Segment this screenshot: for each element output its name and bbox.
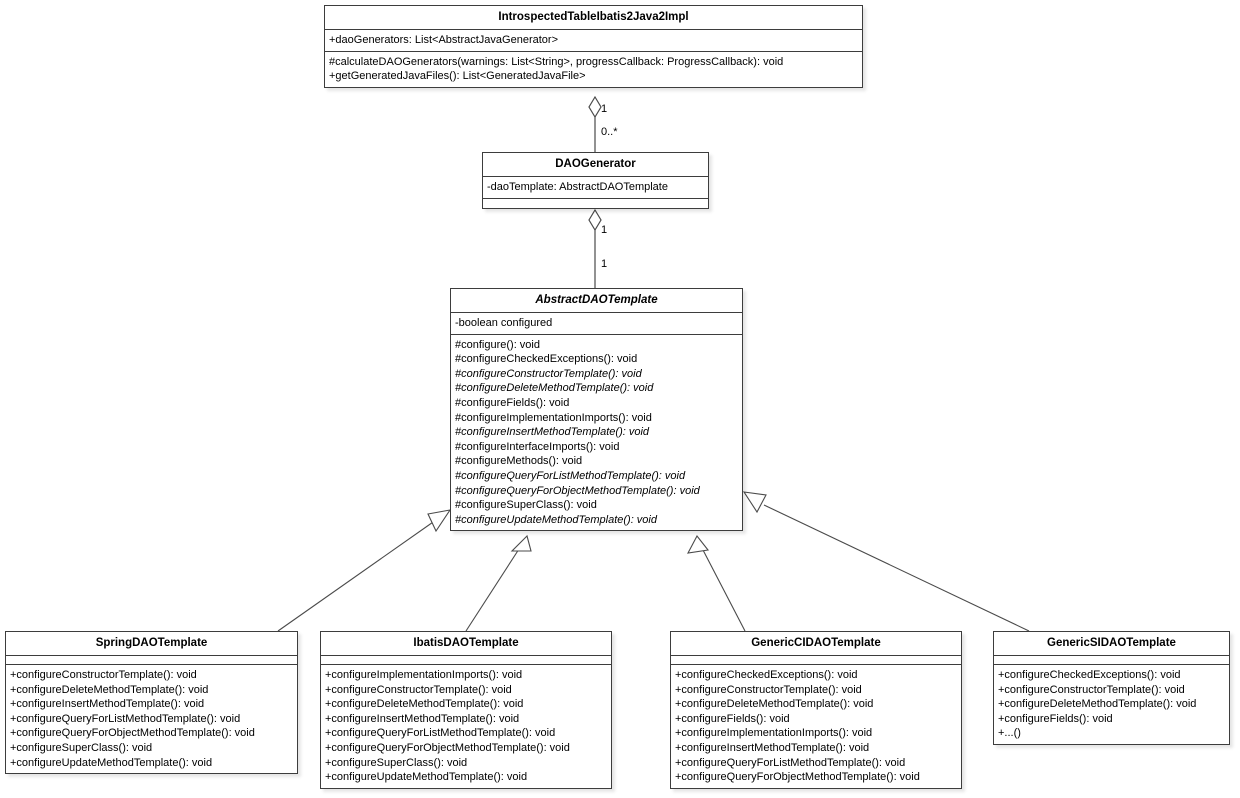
aggregation-diamond-icon	[588, 95, 602, 119]
class-member: #configureMethods(): void	[455, 455, 583, 468]
class-name-generic-si-dao-template: GenericSIDAOTemplate	[994, 632, 1229, 656]
class-member: +daoGenerators: List<AbstractJavaGenerat…	[329, 34, 558, 46]
edge-generalization-genericci-abstract	[687, 534, 746, 632]
class-member: #configureDeleteMethodTemplate(): void	[455, 382, 654, 395]
class-member: +configureInsertMethodTemplate(): void	[10, 698, 205, 711]
attributes-compartment-abstract-dao-template: -boolean configured	[451, 313, 742, 335]
class-member: #configureFields(): void	[455, 396, 570, 409]
generalization-arrowhead-icon	[427, 509, 452, 533]
edge-generalization-ibatis-abstract	[465, 534, 532, 632]
class-box-introspected-table-ibatis2-java2-impl[interactable]: IntrospectedTableIbatis2Java2Impl +daoGe…	[324, 5, 863, 88]
class-member: #configureUpdateMethodTemplate(): void	[455, 513, 657, 526]
attributes-compartment-daogenerator: -daoTemplate: AbstractDAOTemplate	[483, 177, 708, 199]
class-name-abstract-dao-template: AbstractDAOTemplate	[451, 289, 742, 313]
class-member: +configureQueryForListMethodTemplate(): …	[675, 756, 906, 769]
class-member: +configureQueryForListMethodTemplate(): …	[10, 712, 241, 725]
methods-compartment-spring-dao-template: +configureConstructorTemplate(): void +co…	[6, 665, 297, 774]
class-member: +configureInsertMethodTemplate(): void	[675, 741, 870, 754]
class-member: +configureSuperClass(): void	[325, 756, 468, 769]
class-member: +configureConstructorTemplate(): void	[10, 669, 197, 681]
class-box-generic-si-dao-template[interactable]: GenericSIDAOTemplate +configureCheckedEx…	[993, 631, 1230, 745]
class-name-spring-dao-template: SpringDAOTemplate	[6, 632, 297, 656]
class-member: +configureUpdateMethodTemplate(): void	[10, 756, 213, 769]
class-member: +configureConstructorTemplate(): void	[998, 683, 1185, 696]
class-member: +configureImplementationImports(): void	[675, 727, 873, 740]
class-member: +configureQueryForObjectMethodTemplate()…	[10, 727, 255, 740]
class-member: +getGeneratedJavaFiles(): List<Generated…	[329, 70, 586, 83]
class-member: +configureImplementationImports(): void	[325, 669, 523, 681]
class-member: +configureConstructorTemplate(): void	[325, 683, 512, 696]
class-box-abstract-dao-template[interactable]: AbstractDAOTemplate -boolean configured …	[450, 288, 743, 532]
class-box-dao-generator[interactable]: DAOGenerator -daoTemplate: AbstractDAOTe…	[482, 152, 709, 209]
class-member: #calculateDAOGenerators(warnings: List<S…	[329, 55, 784, 68]
class-name-introspected: IntrospectedTableIbatis2Java2Impl	[325, 6, 862, 30]
class-member: +configureCheckedExceptions(): void	[998, 669, 1181, 681]
class-member: #configure(): void	[455, 338, 540, 351]
attributes-compartment-spring-dao-template	[6, 656, 297, 665]
generalization-arrowhead-icon	[687, 534, 710, 554]
multiplicity-label-introspected-source: 1	[601, 103, 608, 115]
edge-aggregation-introspected-daogenerator	[588, 95, 602, 152]
class-member: +configureQueryForObjectMethodTemplate()…	[325, 741, 570, 754]
multiplicity-label-daogenerator-target: 0..*	[601, 126, 618, 138]
attributes-compartment-generic-ci-dao-template	[671, 656, 961, 665]
class-member: -daoTemplate: AbstractDAOTemplate	[487, 181, 668, 193]
class-member: #configureInterfaceImports(): void	[455, 440, 620, 453]
class-member: #configureQueryForListMethodTemplate(): …	[455, 469, 686, 482]
edge-aggregation-daogenerator-abstracttemplate	[588, 208, 602, 288]
methods-compartment-generic-si-dao-template: +configureCheckedExceptions(): void +conf…	[994, 665, 1229, 744]
class-name-generic-ci-dao-template: GenericCIDAOTemplate	[671, 632, 961, 656]
class-member: +configureQueryForObjectMethodTemplate()…	[675, 771, 920, 784]
class-member: +configureCheckedExceptions(): void	[675, 669, 858, 681]
attributes-compartment-introspected: +daoGenerators: List<AbstractJavaGenerat…	[325, 30, 862, 52]
class-member: +configureFields(): void	[998, 712, 1113, 725]
attributes-compartment-ibatis-dao-template	[321, 656, 611, 665]
class-member: +configureQueryForListMethodTemplate(): …	[325, 727, 556, 740]
class-member: +configureDeleteMethodTemplate(): void	[675, 698, 874, 711]
class-member: +configureDeleteMethodTemplate(): void	[10, 683, 209, 696]
methods-compartment-ibatis-dao-template: +configureImplementationImports(): void +…	[321, 665, 611, 788]
class-member: #configureCheckedExceptions(): void	[455, 353, 638, 366]
class-member: +configureDeleteMethodTemplate(): void	[325, 698, 524, 711]
class-name-daogenerator: DAOGenerator	[483, 153, 708, 177]
multiplicity-label-abstracttemplate-target: 1	[601, 258, 608, 270]
class-member: #configureImplementationImports(): void	[455, 411, 652, 424]
class-member: #configureSuperClass(): void	[455, 499, 597, 512]
class-member: #configureConstructorTemplate(): void	[455, 367, 642, 380]
methods-compartment-generic-ci-dao-template: +configureCheckedExceptions(): void +conf…	[671, 665, 961, 788]
edge-generalization-spring-abstract	[277, 509, 452, 632]
class-box-spring-dao-template[interactable]: SpringDAOTemplate +configureConstructorT…	[5, 631, 298, 775]
class-member: #configureInsertMethodTemplate(): void	[455, 426, 650, 439]
class-member: #configureQueryForObjectMethodTemplate()…	[455, 484, 700, 497]
generalization-arrowhead-icon	[510, 534, 532, 552]
generalization-arrowhead-icon	[742, 491, 767, 514]
aggregation-diamond-icon	[588, 208, 602, 232]
class-member: +configureUpdateMethodTemplate(): void	[325, 771, 528, 784]
class-member: +configureFields(): void	[675, 712, 790, 725]
class-member: +...()	[998, 727, 1021, 740]
class-box-generic-ci-dao-template[interactable]: GenericCIDAOTemplate +configureCheckedEx…	[670, 631, 962, 789]
class-member: +configureSuperClass(): void	[10, 741, 153, 754]
class-member: +configureConstructorTemplate(): void	[675, 683, 862, 696]
methods-compartment-daogenerator	[483, 198, 708, 208]
methods-compartment-introspected: #calculateDAOGenerators(warnings: List<S…	[325, 51, 862, 87]
multiplicity-label-daogenerator-source: 1	[601, 224, 608, 236]
class-member: -boolean configured	[455, 317, 553, 329]
class-name-ibatis-dao-template: IbatisDAOTemplate	[321, 632, 611, 656]
methods-compartment-abstract-dao-template: #configure(): void #configureCheckedExcep…	[451, 334, 742, 531]
edge-generalization-genericsi-abstract	[742, 491, 1030, 632]
class-member: +configureInsertMethodTemplate(): void	[325, 712, 520, 725]
attributes-compartment-generic-si-dao-template	[994, 656, 1229, 665]
class-member: +configureDeleteMethodTemplate(): void	[998, 698, 1197, 711]
class-box-ibatis-dao-template[interactable]: IbatisDAOTemplate +configureImplementati…	[320, 631, 612, 789]
